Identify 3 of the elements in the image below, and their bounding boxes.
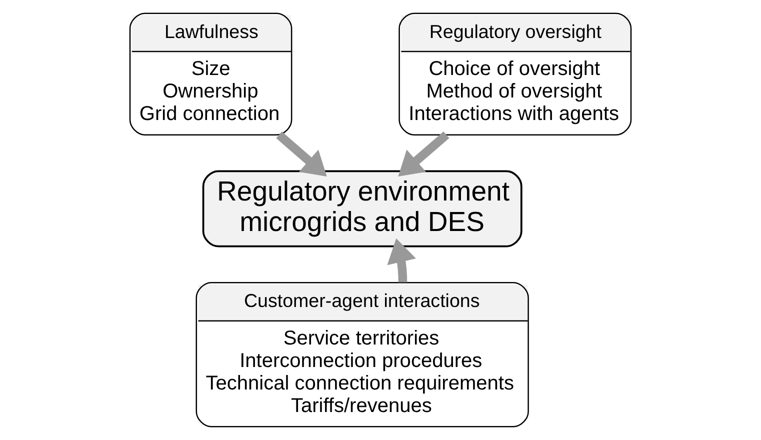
arrow xyxy=(276,132,327,177)
node-box: Regulatory environment microgrids and DES xyxy=(202,170,522,248)
arrow xyxy=(387,238,416,282)
